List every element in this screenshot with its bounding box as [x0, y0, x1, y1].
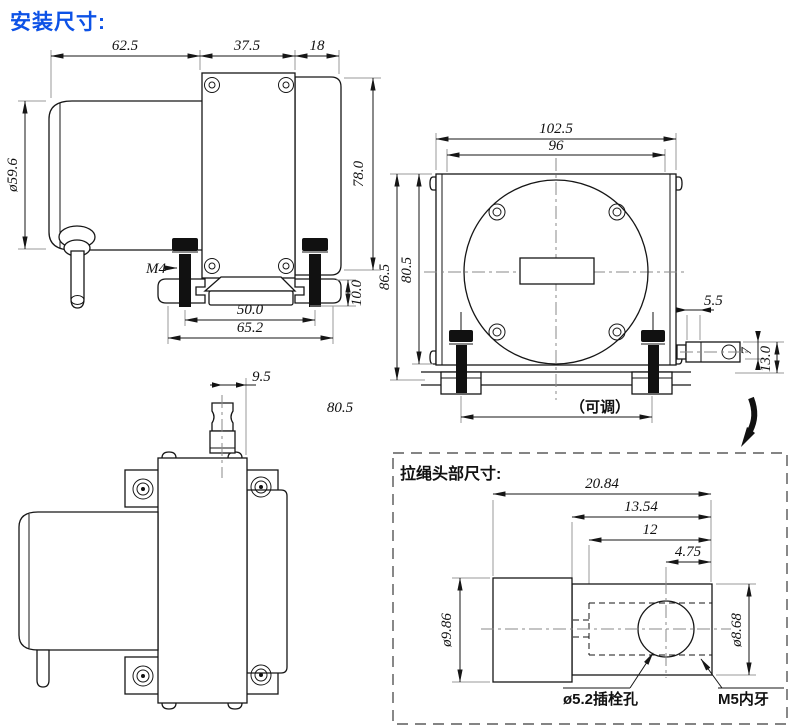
- page-title: 安装尺寸:: [10, 11, 106, 34]
- dim-78: 78.0: [351, 160, 367, 187]
- detail-dim-dia-right: ø8.68: [716, 583, 756, 676]
- side-m4-label: M4: [145, 261, 178, 277]
- detail-label: 拉绳头部尺寸:: [400, 464, 501, 483]
- dim-5-5: 5.5: [704, 293, 723, 309]
- dim-102-5: 102.5: [539, 121, 573, 137]
- dim-20-84: 20.84: [585, 476, 619, 492]
- dim-65-2: 65.2: [237, 320, 264, 336]
- dim-37-5: 37.5: [233, 38, 261, 54]
- detail-view: 拉绳头部尺寸: 20.84 13.54 12 4.75: [392, 452, 788, 725]
- top-main-body: [157, 457, 248, 704]
- side-dim-height: 78.0: [344, 77, 381, 271]
- dim-12: 12: [643, 522, 659, 538]
- top-view: 9.5: [18, 369, 288, 710]
- dim-dia-9-86: ø9.86: [439, 613, 455, 648]
- dim-dia-59-6: ø59.6: [5, 158, 21, 193]
- side-dim-diameter: ø59.6: [5, 100, 46, 250]
- label-m4: M4: [145, 261, 166, 277]
- side-view: 62.5 37.5 18 ø59.6 78.0 M4: [5, 38, 381, 344]
- dim-50: 50.0: [237, 302, 264, 318]
- side-dims-top: 62.5 37.5 18: [50, 38, 340, 98]
- front-dims-top: 102.5 96: [435, 121, 677, 172]
- dim-80-5: 80.5: [399, 256, 415, 283]
- top-rope-head: [209, 395, 236, 478]
- detail-callout-pin: ø5.2插栓孔: [563, 652, 654, 708]
- side-rail-assembly: [157, 276, 342, 306]
- dim-96: 96: [549, 138, 565, 154]
- detail-callout-thread: M5内牙: [700, 658, 784, 708]
- detail-block: [492, 577, 573, 683]
- dim-4-75: 4.75: [675, 544, 702, 560]
- side-m4-screws: [172, 238, 328, 307]
- detail-dims-top: 20.84 13.54 12 4.75: [492, 476, 712, 601]
- detail-box-border: [392, 452, 788, 725]
- front-dims-right: 7 13.0: [735, 331, 784, 374]
- dim-dia-8-68: ø8.68: [729, 613, 745, 648]
- front-label-slot: [519, 257, 595, 285]
- side-dim-bracket: 10.0: [310, 279, 365, 307]
- top-motor-block: [18, 511, 159, 651]
- top-dim-rope-offset: 9.5: [210, 369, 271, 455]
- top-bracket-screws: [132, 476, 272, 687]
- front-dims-left: 86.5 80.5: [377, 173, 433, 381]
- dim-7: 7: [739, 346, 755, 355]
- dim-86-5: 86.5: [377, 263, 393, 290]
- top-wire: [36, 649, 50, 688]
- side-plate-screws: [204, 77, 294, 274]
- dim-18: 18: [310, 38, 326, 54]
- front-pull-head: [676, 341, 748, 363]
- front-dim-head-offset: 5.5: [676, 293, 723, 340]
- front-screws: [449, 312, 665, 393]
- down-arrow-icon: [741, 396, 758, 447]
- detail-dim-dia-left: ø9.86: [439, 577, 490, 683]
- dim-rail-span: 80.5: [327, 400, 354, 416]
- front-view: 102.5 96 86.5 80.5 5.5: [327, 121, 784, 447]
- callout-pin-hole: ø5.2插栓孔: [563, 690, 638, 708]
- dim-13: 13.0: [758, 345, 774, 372]
- front-drum-circle: [463, 179, 649, 365]
- callout-thread: M5内牙: [718, 690, 769, 708]
- dim-13-54: 13.54: [624, 499, 658, 515]
- dim-rail-note: （可调）: [570, 398, 630, 416]
- dim-9-5: 9.5: [252, 369, 271, 385]
- cable-gland: [58, 225, 96, 309]
- front-drum-screws: [488, 203, 626, 341]
- front-dim-rail-span: 80.5 （可调）: [327, 396, 653, 423]
- top-right-slab: [246, 489, 288, 674]
- dim-62-5: 62.5: [112, 38, 139, 54]
- side-rear-section: [294, 76, 342, 276]
- side-dims-bottom: 50.0 65.2: [167, 302, 334, 344]
- dim-10: 10.0: [349, 279, 365, 306]
- side-plate: [201, 72, 296, 279]
